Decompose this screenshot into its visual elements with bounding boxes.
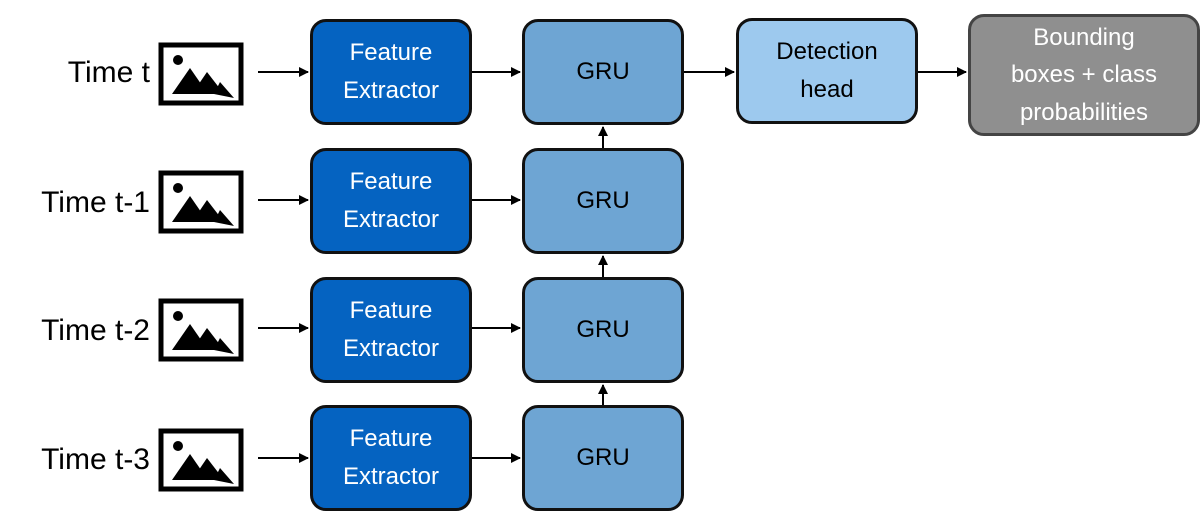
image-icon	[158, 298, 244, 362]
fe-line2: Extractor	[342, 206, 440, 233]
gru-box-t-2: GRU	[522, 277, 684, 383]
fe-line1: Feature	[349, 296, 433, 324]
fe-line1: Feature	[349, 424, 433, 452]
fe-line2: Extractor	[342, 77, 440, 104]
detection-line2: head	[800, 76, 854, 103]
time-label-t-1: Time t-1	[41, 186, 150, 219]
output-line3: probabilities	[1019, 98, 1149, 126]
time-label-t: Time t	[67, 56, 150, 89]
gru-label: GRU	[576, 315, 630, 343]
detection-head-box: Detection head	[736, 18, 918, 124]
gru-box-t-1: GRU	[522, 148, 684, 254]
gru-label: GRU	[576, 443, 630, 471]
image-icon	[158, 170, 244, 234]
gru-box-t-3: GRU	[522, 405, 684, 511]
time-label-t-2: Time t-2	[41, 314, 150, 347]
detection-line1: Detection	[776, 37, 878, 65]
fe-line1: Feature	[349, 167, 433, 195]
output-box: Bounding boxes + class probabilities	[968, 14, 1200, 136]
image-icon	[158, 428, 244, 492]
fe-line1: Feature	[349, 38, 433, 66]
gru-label: GRU	[576, 186, 630, 214]
gru-label: GRU	[576, 57, 630, 85]
fe-line2: Extractor	[342, 335, 440, 362]
gru-box-t: GRU	[522, 19, 684, 125]
fe-line2: Extractor	[342, 463, 440, 490]
output-line2: boxes + class	[1010, 61, 1158, 89]
time-label-t-3: Time t-3	[41, 443, 150, 476]
output-line1: Bounding	[1033, 24, 1135, 52]
image-icon	[158, 42, 244, 106]
